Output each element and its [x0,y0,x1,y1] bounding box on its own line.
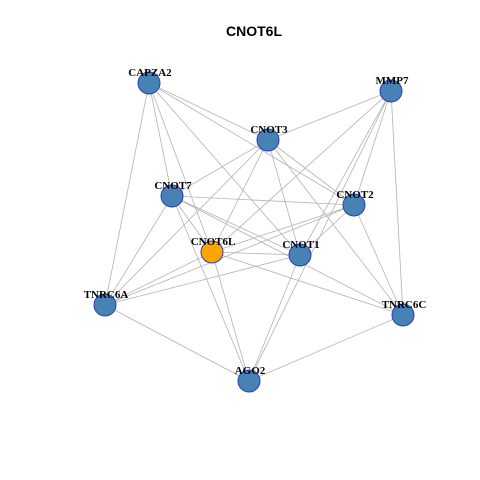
diagram-title: CNOT6L [226,23,282,39]
edge-mmp7-cnot2 [353,90,392,206]
edge-capza2-cnot1 [148,82,301,256]
edge-mmp7-cnot3 [267,90,392,141]
edge-cnot3-cnot7 [171,139,269,197]
edge-cnot7-cnot2 [171,195,355,206]
edge-cnot7-cnot1 [171,195,301,256]
node-circle-mmp7 [379,79,403,103]
edge-cnot2-tnrc6c [353,204,404,316]
edge-mmp7-cnot6l [211,90,392,253]
node-circle-ago2 [237,369,261,393]
edge-cnot2-cnot1 [299,204,355,256]
edge-capza2-tnrc6a [104,82,150,306]
node-circle-tnrc6a [93,293,117,317]
edge-cnot6l-ago2 [211,251,250,382]
edge-cnot6l-tnrc6a [104,251,213,306]
node-label-tnrc6a: TNRC6A [84,289,129,301]
node-label-cnot7: CNOT7 [154,180,192,192]
edge-mmp7-tnrc6c [390,90,404,316]
edge-cnot1-tnrc6a [104,254,301,306]
edge-capza2-cnot7 [148,82,173,197]
edge-cnot3-cnot6l [211,139,269,253]
node-label-ago2: AGO2 [235,365,266,377]
node-cnot1: CNOT1 [282,239,320,267]
node-circle-cnot1 [288,243,312,267]
edge-cnot2-cnot6l [211,204,355,253]
edge-capza2-cnot2 [148,82,355,206]
node-label-capza2: CAPZA2 [128,67,172,79]
edge-cnot2-tnrc6a [104,204,355,306]
node-label-mmp7: MMP7 [376,75,409,87]
edge-cnot3-cnot1 [267,139,301,256]
node-ago2: AGO2 [235,365,266,393]
edge-capza2-cnot6l [148,82,213,253]
node-circle-cnot2 [342,193,366,217]
node-mmp7: MMP7 [376,75,409,103]
node-label-cnot6l: CNOT6L [191,236,236,248]
node-circle-tnrc6c [391,303,415,327]
edge-tnrc6a-ago2 [104,304,250,382]
node-cnot7: CNOT7 [154,180,192,208]
node-label-tnrc6c: TNRC6C [382,299,427,311]
node-label-cnot1: CNOT1 [282,239,319,251]
node-cnot6l: CNOT6L [191,236,236,264]
edge-cnot3-cnot2 [267,139,355,206]
node-tnrc6a: TNRC6A [84,289,129,317]
node-cnot2: CNOT2 [336,189,374,217]
edge-capza2-cnot3 [148,82,269,141]
node-tnrc6c: TNRC6C [382,299,427,327]
edge-cnot3-tnrc6a [104,139,269,306]
node-circle-cnot7 [160,184,184,208]
node-capza2: CAPZA2 [128,67,172,95]
edge-cnot6l-cnot1 [211,251,301,256]
node-circle-cnot6l [200,240,224,264]
edge-tnrc6c-ago2 [248,314,404,382]
edge-cnot7-ago2 [171,195,250,382]
edge-cnot3-tnrc6c [267,139,404,316]
edge-mmp7-cnot1 [299,90,392,256]
node-label-cnot2: CNOT2 [336,189,374,201]
edges-layer [104,82,404,382]
edge-cnot7-tnrc6a [104,195,173,306]
edge-cnot1-ago2 [248,254,301,382]
edge-cnot7-tnrc6c [171,195,404,316]
node-circle-cnot3 [256,128,280,152]
node-circle-capza2 [137,71,161,95]
node-label-cnot3: CNOT3 [250,124,288,136]
node-cnot3: CNOT3 [250,124,288,152]
edge-cnot6l-tnrc6c [211,251,404,316]
